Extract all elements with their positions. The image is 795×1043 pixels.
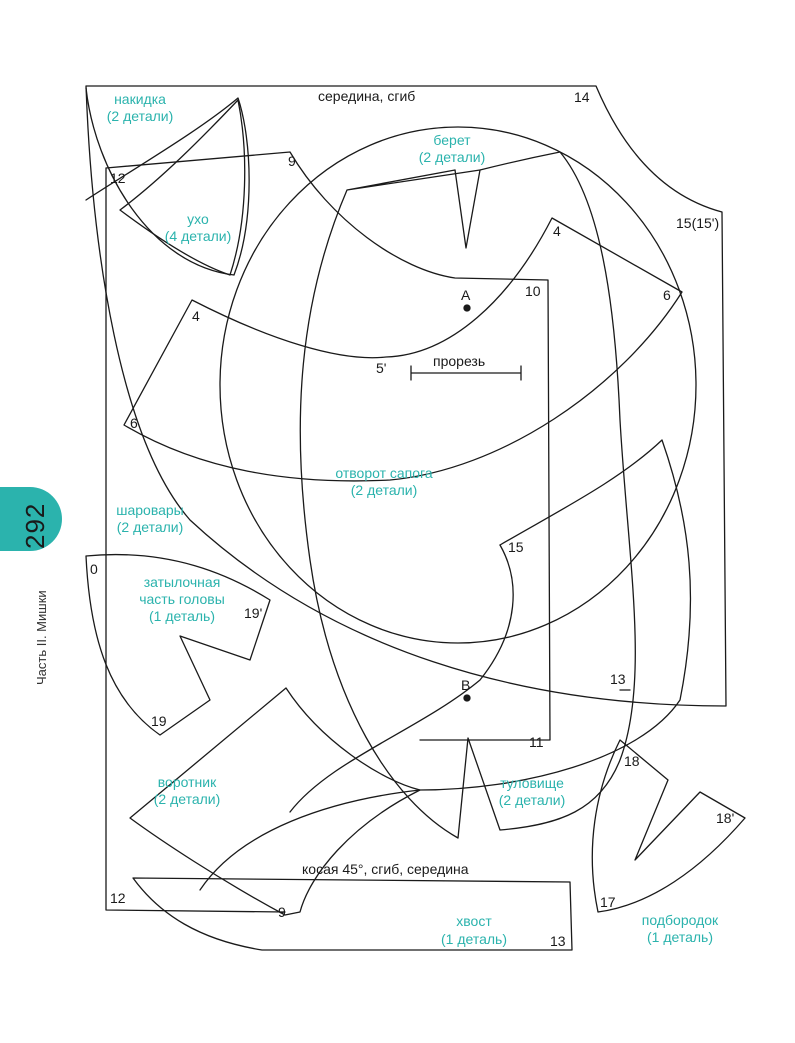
point-6-right: 6: [663, 287, 671, 303]
page-tab: [0, 487, 62, 551]
label-zatylochnaya-1: затылочная: [144, 574, 221, 590]
point-12-top: 12: [110, 170, 126, 186]
point-18: 18: [624, 753, 640, 769]
point-4-left: 4: [192, 308, 200, 324]
label-zatylochnaya-3: (1 деталь): [149, 608, 215, 624]
label-tulovishche-1: туловище: [500, 775, 564, 791]
outline-sharovary: [85, 85, 727, 707]
label-khvost-2: (1 деталь): [441, 931, 507, 947]
slit-marker: [410, 365, 522, 381]
point-13: 13: [610, 671, 626, 687]
label-zatylochnaya-2: часть головы: [139, 591, 225, 607]
label-beret-1: берет: [433, 132, 471, 148]
outline-ukho: [119, 99, 246, 276]
point-17: 17: [600, 894, 616, 910]
label-nakidka-2: (2 детали): [107, 108, 174, 124]
point-15-15: 15(15'): [676, 215, 719, 231]
label-otvorot-1: отворот сапога: [335, 465, 432, 481]
point-a-dot: [463, 304, 471, 312]
outline-beret-dart: [454, 169, 481, 249]
label-otvorot-2: (2 детали): [351, 482, 418, 498]
point-10: 10: [525, 283, 541, 299]
point-18p: 18': [716, 810, 734, 826]
point-b: B: [461, 677, 470, 693]
outline-vorotnik: [129, 687, 421, 916]
point-13-bottom: 13: [550, 933, 566, 949]
point-15: 15: [508, 539, 524, 555]
outline-otvorot: [123, 217, 683, 482]
note-bias-fold: косая 45°, сгиб, середина: [302, 861, 469, 877]
label-ukho-2: (4 детали): [165, 228, 232, 244]
label-sharovary-2: (2 детали): [117, 519, 184, 535]
point-9-bottom: 9: [278, 904, 286, 920]
label-podborodok-2: (1 деталь): [647, 929, 713, 945]
outline-zatylochnaya: [85, 553, 271, 736]
point-14: 14: [574, 89, 590, 105]
label-tulovishche-2: (2 детали): [499, 792, 566, 808]
label-beret-2: (2 детали): [419, 149, 486, 165]
point-9-top: 9: [288, 153, 296, 169]
point-b-dot: [463, 694, 471, 702]
point-19: 19: [151, 713, 167, 729]
outline-sweep: [199, 439, 692, 891]
point-4-right: 4: [553, 223, 561, 239]
note-top-fold: середина, сгиб: [318, 88, 415, 104]
outline-piece-12-9: [105, 151, 551, 913]
label-ukho-1: ухо: [187, 211, 209, 227]
outline-sweep-inner: [289, 544, 514, 813]
outline-nakidka: [85, 87, 250, 276]
outline-beret: [219, 126, 697, 644]
point-6-left: 6: [130, 415, 138, 431]
point-0: 0: [90, 561, 98, 577]
label-vorotnik-1: воротник: [158, 774, 217, 790]
outline-tulovishche: [299, 151, 636, 839]
label-sharovary-1: шаровары: [116, 502, 184, 518]
point-11: 11: [529, 734, 544, 750]
point-5: 5': [376, 360, 386, 376]
label-nakidka-1: накидка: [114, 91, 166, 107]
label-podborodok-1: подбородок: [642, 912, 719, 928]
label-vorotnik-2: (2 детали): [154, 791, 221, 807]
outline-khvost: [132, 877, 573, 951]
note-slit: прорезь: [433, 353, 485, 369]
label-khvost-1: хвост: [456, 913, 492, 929]
outline-podborodok: [591, 739, 746, 913]
point-a: A: [461, 287, 471, 303]
point-12-bottom: 12: [110, 890, 126, 906]
point-19p: 19': [244, 605, 262, 621]
